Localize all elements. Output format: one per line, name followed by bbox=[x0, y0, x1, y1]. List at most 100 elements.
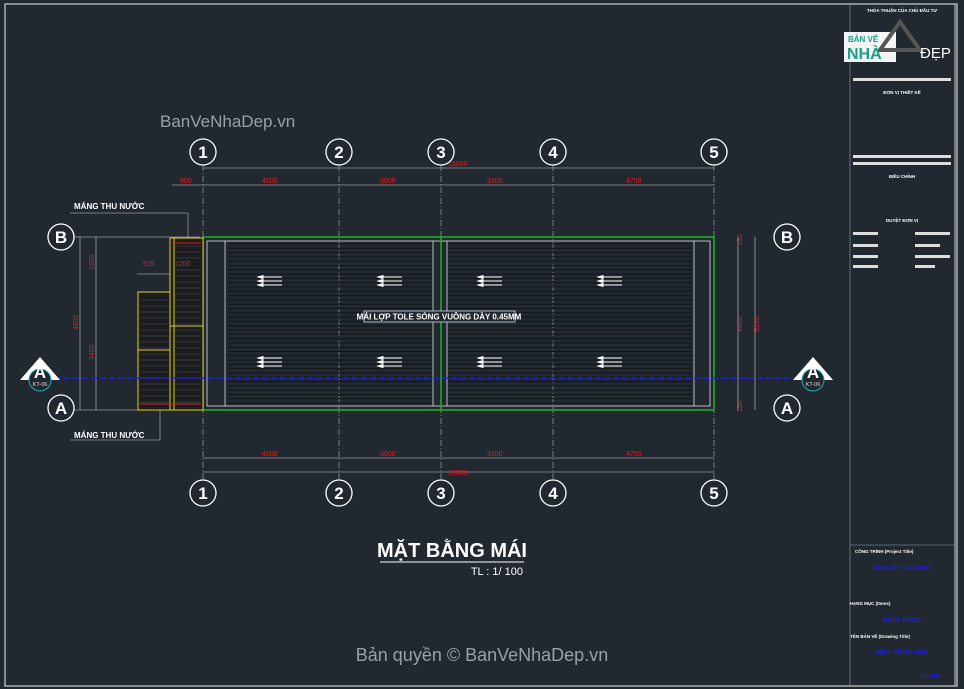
gutter-label-bottom: MÁNG THU NƯỚC bbox=[74, 431, 145, 440]
svg-text:A: A bbox=[55, 399, 67, 418]
slope-arrowhead bbox=[476, 359, 484, 365]
svg-text:1: 1 bbox=[198, 484, 207, 503]
right-dim-5100: 5100 bbox=[754, 316, 761, 332]
top-dim-3300: 3300 bbox=[487, 178, 503, 185]
svg-text:4: 4 bbox=[548, 484, 558, 503]
top-dim-4000: 4000 bbox=[262, 178, 278, 185]
slope-arrowhead bbox=[476, 355, 484, 361]
top-dim-900: 900 bbox=[180, 178, 192, 185]
grid-bubble-B-right: B bbox=[773, 223, 801, 251]
grid-bubble-4-top: 4 bbox=[539, 138, 567, 166]
svg-text:2: 2 bbox=[334, 484, 343, 503]
svg-text:3: 3 bbox=[436, 484, 445, 503]
grid-bubble-5-bottom: 5 bbox=[700, 479, 728, 507]
svg-text:B: B bbox=[781, 228, 793, 247]
slope-arrowhead bbox=[256, 278, 264, 284]
sheet-number: KT-05 bbox=[920, 673, 939, 680]
slope-arrowhead bbox=[376, 363, 384, 369]
svg-text:A: A bbox=[781, 399, 793, 418]
slope-arrowhead bbox=[376, 282, 384, 288]
grid-bubble-1-top: 1 bbox=[189, 138, 217, 166]
logo: BẢN VẼ NHÀ ĐẸP bbox=[844, 18, 951, 63]
gutter-brick-pattern bbox=[140, 245, 201, 403]
section-marker-left: A KT-06 bbox=[20, 357, 60, 392]
grid-bubble-3-bottom: 3 bbox=[427, 479, 455, 507]
svg-text:1: 1 bbox=[198, 143, 207, 162]
svg-text:CÔNG TRÌNH (Project Title): CÔNG TRÌNH (Project Title) bbox=[855, 547, 914, 554]
svg-text:ĐẸP: ĐẸP bbox=[920, 45, 951, 62]
svg-text:BẢN VẼ: BẢN VẼ bbox=[848, 35, 879, 44]
grid-bubble-3-top: 3 bbox=[427, 138, 455, 166]
sheet-drawing-name: MẶT BẰNG MÁI bbox=[876, 647, 929, 656]
right-dim-150-bottom: 150 bbox=[737, 400, 744, 412]
overall-dim-top: 15000 bbox=[448, 161, 468, 168]
slope-arrowhead bbox=[476, 274, 484, 280]
watermark-bottom: Bản quyền © BanVeNhaDep.vn bbox=[356, 645, 608, 665]
svg-text:KT-06: KT-06 bbox=[806, 382, 821, 388]
slope-arrowhead bbox=[256, 359, 264, 365]
watermark-top: BanVeNhaDep.vn bbox=[160, 112, 295, 131]
slope-arrowhead bbox=[256, 355, 264, 361]
right-dim-150-top: 150 bbox=[737, 234, 744, 246]
grid-bubble-4-bottom: 4 bbox=[539, 479, 567, 507]
slope-arrowhead bbox=[596, 359, 604, 365]
right-dim-4800: 4800 bbox=[737, 316, 744, 332]
slope-arrows bbox=[256, 274, 622, 369]
slope-arrowhead bbox=[376, 359, 384, 365]
slope-arrowhead bbox=[256, 363, 264, 369]
left-dim-1200: 1200 bbox=[175, 261, 191, 268]
svg-text:2: 2 bbox=[334, 143, 343, 162]
grid-bubble-5-top: 5 bbox=[700, 138, 728, 166]
roof-note: MÁI LỢP TOLE SÓNG VUÔNG DÀY 0.45MM bbox=[357, 313, 522, 322]
slope-arrowhead bbox=[256, 274, 264, 280]
title-block: THỎA THUẬN CỦA CHỦ ĐẦU TƯ BẢN VẼ NHÀ ĐẸP… bbox=[844, 5, 956, 685]
slope-arrowhead bbox=[476, 363, 484, 369]
svg-text:5: 5 bbox=[709, 484, 718, 503]
svg-text:B: B bbox=[55, 228, 67, 247]
slope-arrowhead bbox=[376, 278, 384, 284]
grid-bubble-B-left: B bbox=[47, 223, 75, 251]
drawing-scale: TL : 1/ 100 bbox=[471, 566, 523, 578]
svg-text:5: 5 bbox=[709, 143, 718, 162]
svg-text:TÊN BẢN VẼ (Drawing Title): TÊN BẢN VẼ (Drawing Title) bbox=[850, 632, 910, 639]
top-dim-3000: 3000 bbox=[380, 178, 396, 185]
grid-bubble-2-top: 2 bbox=[325, 138, 353, 166]
project-name: NHÀ Ở GIA ĐÌNH bbox=[874, 563, 930, 572]
roof-note-box bbox=[363, 310, 516, 323]
bottom-dim-4000: 4000 bbox=[262, 451, 278, 458]
slope-arrowhead bbox=[596, 278, 604, 284]
slope-arrowhead bbox=[596, 363, 604, 369]
left-dim-3400: 3400 bbox=[89, 344, 96, 360]
gutter-label-top: MÁNG THU NƯỚC bbox=[74, 202, 145, 211]
svg-text:KT-06: KT-06 bbox=[33, 382, 48, 388]
item-name: KIẾN TRÚC bbox=[883, 614, 921, 624]
slope-arrowhead bbox=[376, 355, 384, 361]
left-dim-625: 625 bbox=[143, 261, 155, 268]
slope-arrowhead bbox=[476, 282, 484, 288]
bottom-dim-3000: 3000 bbox=[380, 451, 396, 458]
svg-text:HẠNG MỤC (Items): HẠNG MỤC (Items) bbox=[850, 601, 891, 606]
svg-text:THỎA THUẬN CỦA CHỦ ĐẦU TƯ: THỎA THUẬN CỦA CHỦ ĐẦU TƯ bbox=[867, 7, 937, 13]
svg-text:A: A bbox=[34, 363, 46, 382]
svg-text:DUYỆT ĐƠN VỊ: DUYỆT ĐƠN VỊ bbox=[886, 216, 918, 223]
bottom-dim-3300: 3300 bbox=[487, 451, 503, 458]
slope-arrowhead bbox=[596, 355, 604, 361]
grid-bubble-2-bottom: 2 bbox=[325, 479, 353, 507]
bottom-dim-4700: 4700 bbox=[626, 451, 642, 458]
svg-text:NHÀ: NHÀ bbox=[847, 44, 882, 63]
svg-text:ĐƠN VỊ THIẾT KẾ: ĐƠN VỊ THIẾT KẾ bbox=[883, 89, 921, 95]
drawing-title: MẶT BẰNG MÁI bbox=[377, 538, 527, 562]
overall-dim-bottom: 15000 bbox=[448, 470, 468, 477]
left-dim-4800: 4800 bbox=[73, 314, 80, 330]
sheet-border bbox=[4, 3, 958, 687]
svg-text:3: 3 bbox=[436, 143, 445, 162]
svg-text:ĐIỀU CHỈNH: ĐIỀU CHỈNH bbox=[889, 173, 915, 179]
grid-bubble-1-bottom: 1 bbox=[189, 479, 217, 507]
section-marker-right: A KT-06 bbox=[793, 357, 833, 392]
svg-text:A: A bbox=[807, 363, 819, 382]
svg-text:4: 4 bbox=[548, 143, 558, 162]
grid-bubble-A-left: A bbox=[47, 394, 75, 422]
grid-bubble-A-right: A bbox=[773, 394, 801, 422]
